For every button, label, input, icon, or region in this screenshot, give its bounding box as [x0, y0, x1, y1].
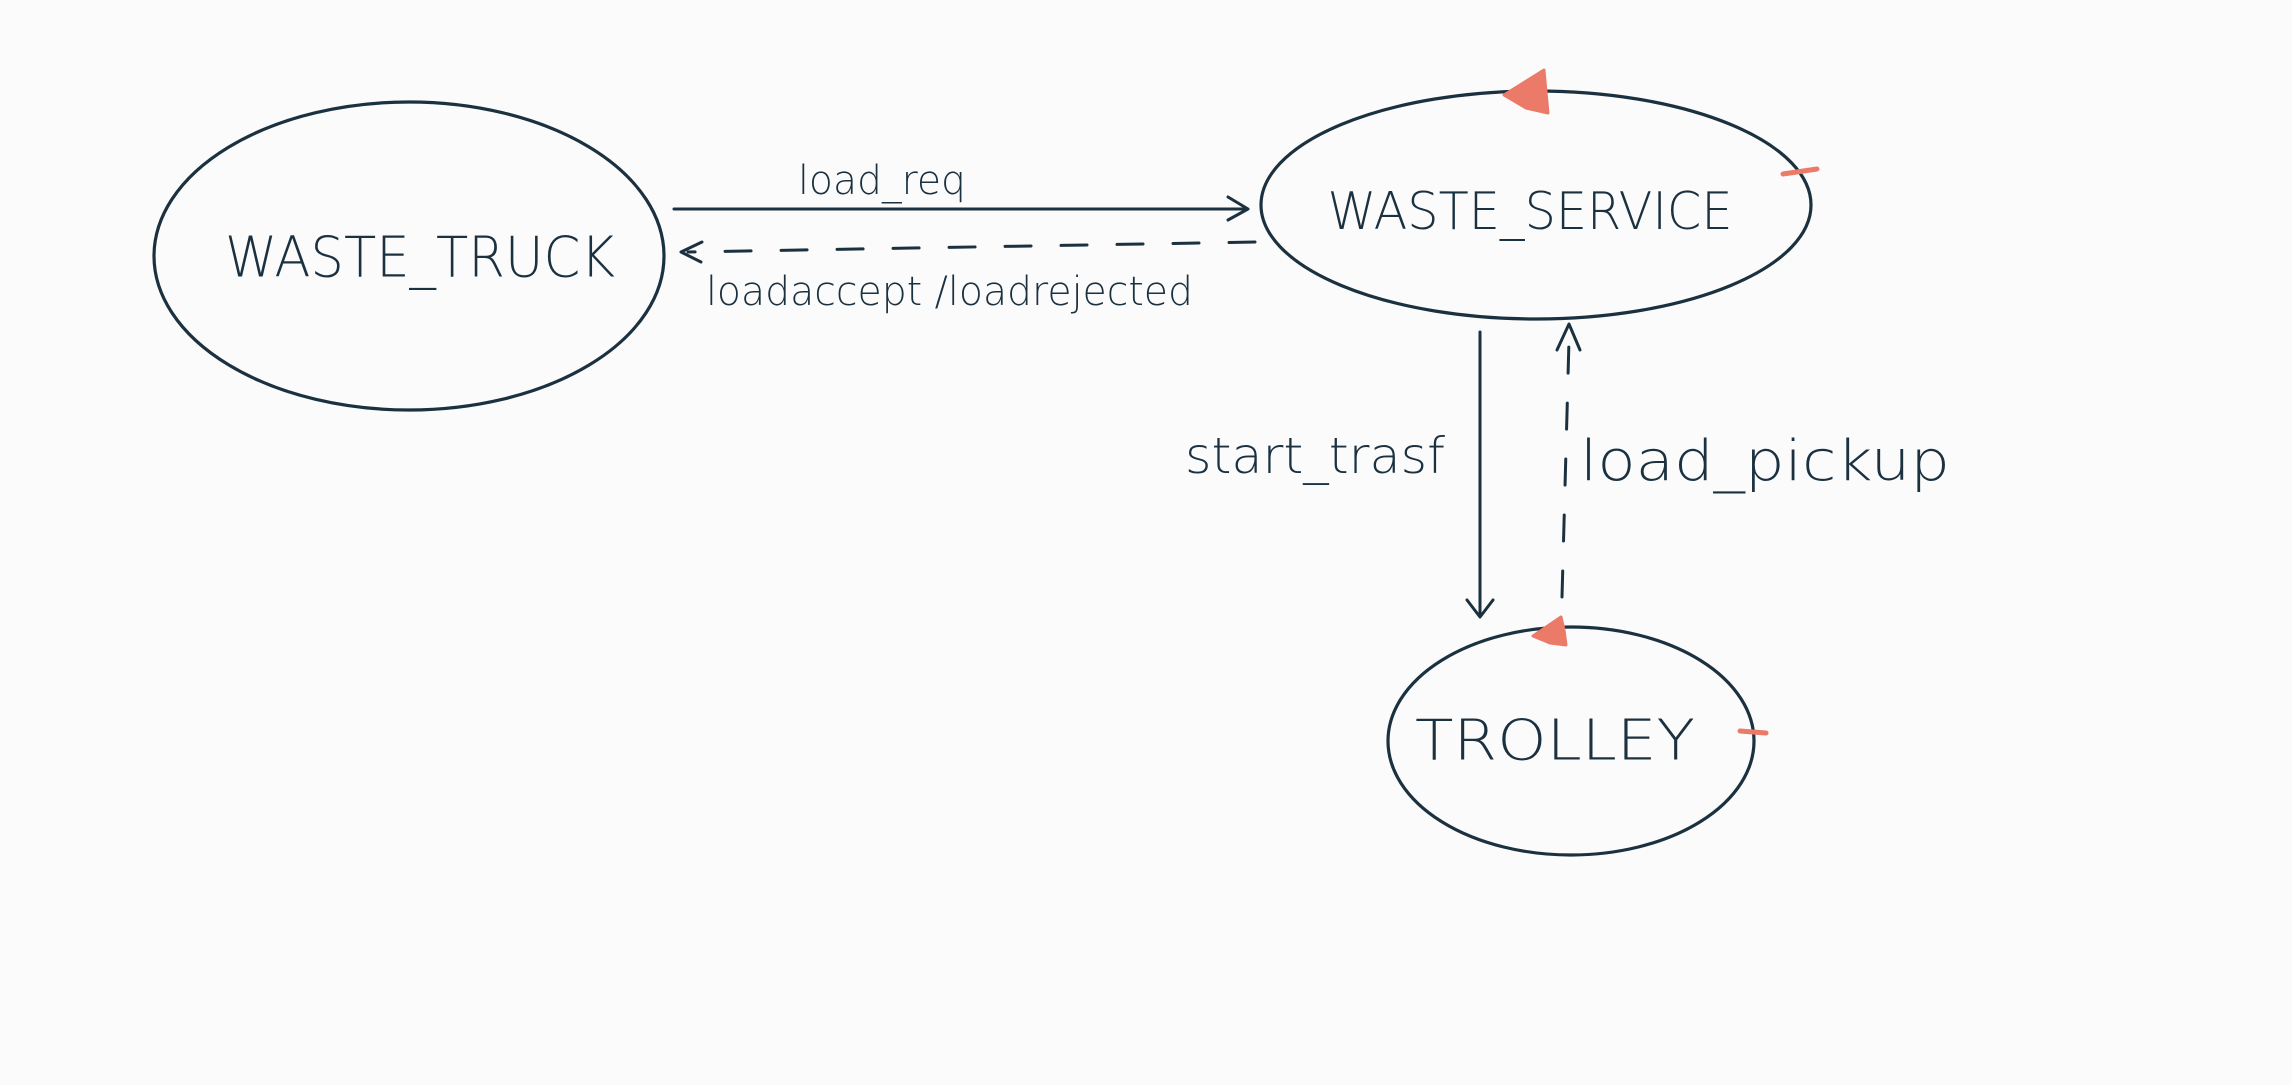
- cursor-tick-icon: [1737, 728, 1769, 736]
- cursor-marks: [1502, 68, 1820, 736]
- edge-load-pickup[interactable]: load_pickup: [1555, 322, 1950, 599]
- edge-load-pickup-line: [1560, 338, 1571, 599]
- node-waste-truck-label: WASTE_TRUCK: [225, 226, 615, 291]
- cursor-marker-icon: [1531, 615, 1568, 647]
- edge-load-reply-arrowhead: [679, 240, 704, 264]
- edge-load-pickup-arrowhead: [1555, 322, 1582, 352]
- node-trolley[interactable]: TROLLEY: [1386, 625, 1756, 857]
- node-trolley-shape: [1386, 625, 1756, 857]
- cursor-marker-icon: [1502, 68, 1550, 115]
- node-trolley-label: TROLLEY: [1415, 709, 1695, 774]
- edge-load-req-label: load_req: [798, 158, 966, 204]
- edge-start-trasf-label: start_trasf: [1185, 427, 1445, 485]
- edge-load-req[interactable]: load_req: [672, 158, 1250, 222]
- cursor-tick-icon: [1780, 166, 1820, 177]
- edge-load-reply-label: loadaccept /loadrejected: [706, 269, 1193, 315]
- edge-load-pickup-label: load_pickup: [1580, 429, 1950, 494]
- edge-start-trasf-arrowhead: [1465, 598, 1495, 619]
- node-waste-truck[interactable]: WASTE_TRUCK: [152, 100, 666, 412]
- edge-load-reply[interactable]: loadaccept /loadrejected: [679, 240, 1257, 315]
- node-waste-service[interactable]: WASTE_SERVICE: [1259, 89, 1813, 321]
- edge-load-req-arrowhead: [1226, 195, 1250, 222]
- node-waste-service-label: WASTE_SERVICE: [1328, 182, 1733, 242]
- edge-start-trasf[interactable]: start_trasf: [1185, 330, 1495, 619]
- edge-load-reply-line: [686, 240, 1257, 254]
- node-waste-truck-shape: [152, 100, 666, 412]
